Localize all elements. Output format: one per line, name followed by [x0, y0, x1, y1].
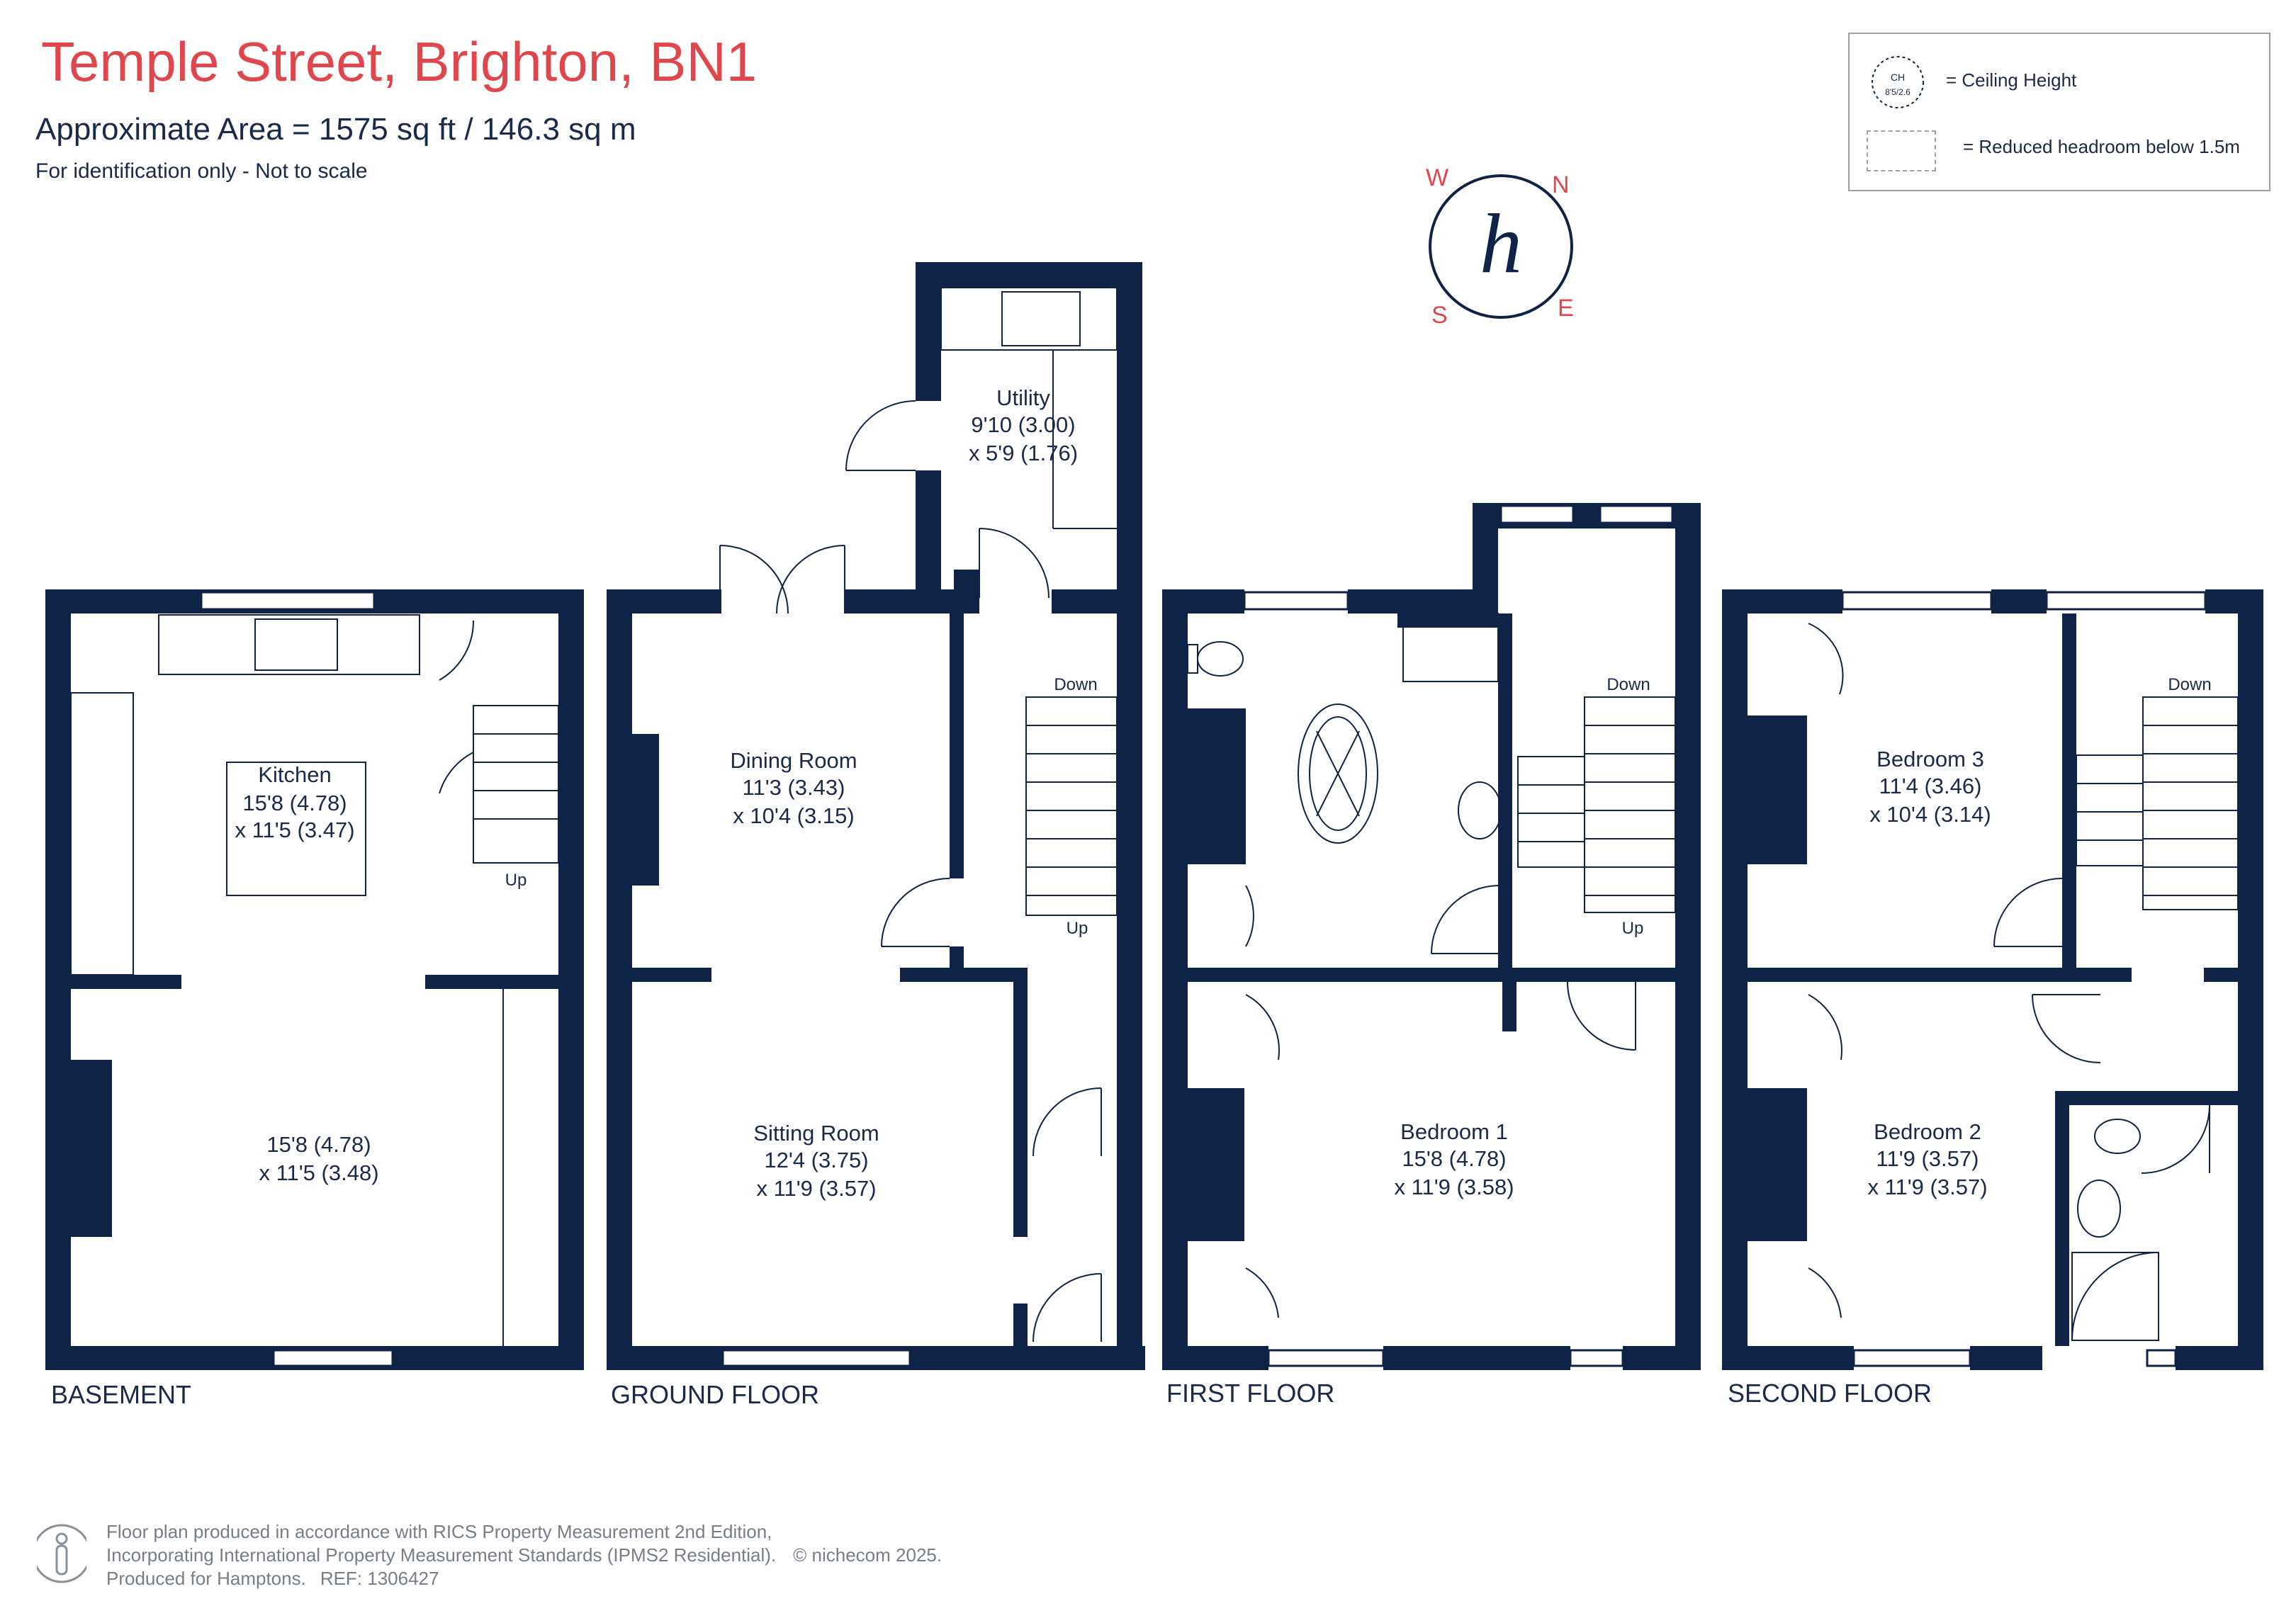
bedroom2-dim1: 11'9 (3.57): [1876, 1146, 1979, 1171]
second-stairs-down: Down: [2168, 675, 2211, 694]
kitchen-counter: [158, 614, 420, 675]
bedroom1-dim2: x 11'9 (3.58): [1394, 1175, 1514, 1199]
windows: [200, 504, 2207, 1367]
footer-line2: Incorporating International Property Mea…: [106, 1544, 777, 1566]
bedroom3-dim2: x 10'4 (3.14): [1869, 802, 1991, 827]
approximate-area: Approximate Area = 1575 sq ft / 146.3 sq…: [35, 112, 636, 147]
person-icon: [37, 1524, 86, 1583]
compass-e: E: [1558, 295, 1574, 322]
bedroom1-dim1: 15'8 (4.78): [1402, 1146, 1506, 1171]
footer-ref: REF: 1306427: [320, 1568, 439, 1589]
legend-reduced-label: = Reduced headroom below 1.5m: [1963, 136, 2240, 157]
dining-dim2: x 10'4 (3.15): [733, 803, 854, 828]
utility-counter: [940, 287, 1118, 351]
utility-dim2: x 5'9 (1.76): [969, 441, 1078, 465]
property-title: Temple Street, Brighton, BN1: [41, 30, 758, 93]
floor-label-second: SECOND FLOOR: [1728, 1379, 1932, 1408]
toilet-icon: [1197, 641, 1244, 677]
first-stairs-down: Down: [1606, 675, 1650, 694]
basin-icon: [1458, 781, 1502, 839]
kitchen-dim1: 15'8 (4.78): [242, 791, 347, 815]
bedroom2-name: Bedroom 2: [1874, 1119, 1981, 1144]
compass-w: W: [1426, 164, 1448, 191]
compass-n: N: [1552, 171, 1570, 198]
floor-label-basement: BASEMENT: [51, 1380, 192, 1409]
legend-ceiling-label: = Ceiling Height: [1946, 69, 2077, 91]
utility-dim1: 9'10 (3.00): [971, 412, 1075, 437]
basement-room-dim2: x 11'5 (3.48): [259, 1160, 378, 1185]
reduced-headroom-icon: [1867, 130, 1936, 171]
wardrobe: [1402, 613, 1499, 682]
basement-stairs-up: Up: [505, 871, 527, 890]
bedroom1-name: Bedroom 1: [1400, 1119, 1508, 1144]
first-stairs-up: Up: [1622, 919, 1644, 938]
bath-icon: [1298, 703, 1378, 844]
second-stairs-a: [2076, 754, 2144, 866]
first-stairs-a: [1517, 756, 1585, 868]
ceiling-height-icon: CH 8'5/2.6: [1872, 56, 1924, 108]
sitting-dim2: x 11'9 (3.57): [756, 1176, 876, 1201]
identification-note: For identification only - Not to scale: [35, 159, 368, 183]
bedroom3-name: Bedroom 3: [1876, 747, 1984, 771]
footer-line3: Produced for Hamptons.: [106, 1568, 306, 1589]
footer-line1: Floor plan produced in accordance with R…: [106, 1521, 772, 1542]
dining-dim1: 11'3 (3.43): [743, 775, 845, 800]
legend: CH 8'5/2.6 = Ceiling Height = Reduced he…: [1848, 33, 2270, 191]
sitting-dim1: 12'4 (3.75): [764, 1148, 868, 1172]
ceiling-symbol-bottom: 8'5/2.6: [1885, 87, 1910, 97]
floor-label-first: FIRST FLOOR: [1166, 1379, 1335, 1408]
kitchen-side-counter: [70, 692, 134, 976]
staircases: [473, 696, 2239, 916]
kitchen-island: [226, 762, 366, 896]
basin-icon-2: [2077, 1180, 2121, 1238]
bedroom3-dim1: 11'4 (3.46): [1879, 774, 1982, 798]
ground-stairs-down: Down: [1054, 675, 1097, 694]
basement-stairs: [473, 705, 559, 864]
shower-icon: [2071, 1252, 2159, 1341]
logo-letter: h: [1480, 196, 1522, 290]
utility-name: Utility: [996, 385, 1050, 410]
second-stairs-b: [2142, 696, 2239, 910]
bedroom2-dim2: x 11'9 (3.57): [1867, 1175, 1987, 1199]
first-stairs-b: [1584, 696, 1676, 913]
fittings: [70, 287, 2159, 1346]
compass-s: S: [1431, 302, 1448, 329]
compass-logo: h W N S E: [1426, 164, 1574, 329]
kitchen-name: Kitchen: [258, 762, 331, 787]
toilet-icon-2: [2094, 1119, 2141, 1154]
sitting-name: Sitting Room: [753, 1121, 879, 1146]
ground-stairs-up: Up: [1067, 919, 1088, 938]
ceiling-symbol-top: CH: [1891, 72, 1905, 83]
floor-label-ground: GROUND FLOOR: [611, 1380, 820, 1409]
ground-stairs: [1025, 696, 1118, 916]
doors: [439, 400, 2210, 1342]
footer-copyright: © nichecom 2025.: [793, 1544, 942, 1566]
dining-name: Dining Room: [730, 748, 857, 773]
utility-sink-icon: [1001, 291, 1081, 346]
footer-text: Floor plan produced in accordance with R…: [106, 1520, 942, 1590]
kitchen-sink-icon: [254, 618, 338, 671]
basement-room-dim1: 15'8 (4.78): [266, 1132, 371, 1157]
kitchen-dim2: x 11'5 (3.47): [235, 818, 354, 842]
